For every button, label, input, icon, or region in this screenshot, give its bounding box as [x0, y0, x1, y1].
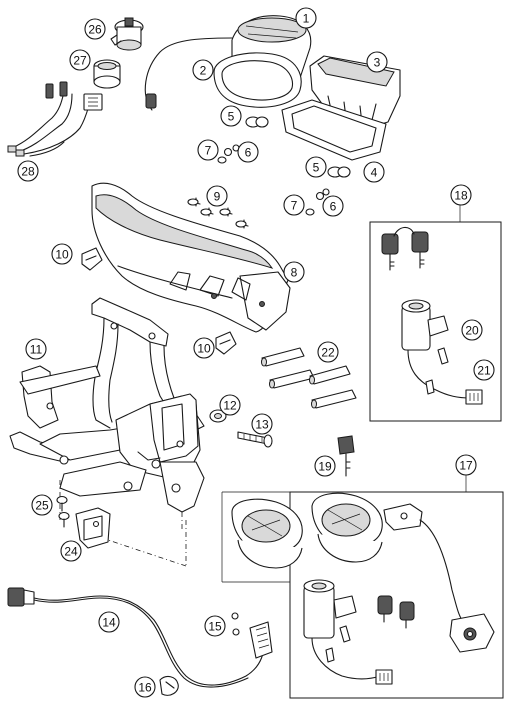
callout-label: 14 [102, 616, 116, 630]
callout-label: 5 [228, 110, 235, 124]
callout-25: 25 [31, 494, 53, 516]
callout-2: 2 [192, 59, 214, 81]
callout-6: 6 [322, 195, 344, 217]
callout-4: 4 [363, 161, 385, 183]
callout-7: 7 [283, 194, 305, 216]
grommet-part [245, 116, 351, 178]
callout-label: 20 [465, 324, 479, 338]
callout-label: 28 [21, 165, 35, 179]
callout-label: 21 [477, 364, 491, 378]
clip-part [81, 247, 237, 355]
callout-label: 17 [459, 459, 473, 473]
callout-10: 10 [193, 337, 215, 359]
callout-18: 18 [450, 184, 472, 206]
lock-set-part [381, 226, 483, 405]
callout-7: 7 [197, 139, 219, 161]
callout-label: 24 [64, 545, 78, 559]
callout-1: 1 [295, 7, 317, 29]
callout-label: 9 [214, 190, 221, 204]
cable-harness-part [7, 587, 264, 688]
bracket-part [9, 297, 205, 513]
connector-part [231, 612, 273, 659]
mounting-ring-part [213, 52, 302, 108]
screw-part [187, 197, 249, 229]
callout-3: 3 [366, 51, 388, 73]
callout-label: 7 [205, 144, 212, 158]
key-part [337, 435, 355, 477]
callout-label: 7 [291, 199, 298, 213]
seal-part [281, 99, 387, 161]
callout-5: 5 [305, 156, 327, 178]
callout-label: 5 [313, 161, 320, 175]
lock-kit-box [289, 491, 504, 699]
lock-kit-part [231, 492, 495, 685]
callout-label: 26 [88, 23, 102, 37]
callout-label: 3 [374, 56, 381, 70]
instrument-cover-part [91, 182, 291, 333]
callout-11: 11 [25, 338, 47, 360]
tube-part [261, 347, 357, 409]
holder-bracket-part [75, 507, 111, 549]
callout-label: 1 [303, 12, 310, 26]
callout-22: 22 [317, 341, 339, 363]
cable-clip-part [159, 675, 179, 696]
callout-label: 19 [318, 460, 332, 474]
nut-part [223, 144, 330, 201]
callout-label: 16 [138, 681, 152, 695]
callout-label: 18 [454, 189, 468, 203]
callout-label: 11 [30, 343, 43, 357]
callout-12: 12 [219, 394, 241, 416]
callout-label: 4 [371, 166, 378, 180]
callout-label: 6 [330, 200, 337, 214]
callout-19: 19 [314, 455, 336, 477]
callout-24: 24 [60, 540, 82, 562]
screw-part-small [56, 495, 70, 528]
callout-9: 9 [206, 185, 228, 207]
callout-6: 6 [237, 141, 259, 163]
callout-label: 27 [73, 54, 87, 68]
callout-20: 20 [461, 319, 483, 341]
lock-set-box [369, 221, 502, 422]
callout-label: 13 [255, 418, 269, 432]
callout-label: 8 [291, 266, 298, 280]
ignition-lock-part [110, 17, 144, 51]
callout-label: 10 [197, 342, 211, 356]
callout-label: 25 [35, 499, 49, 513]
callout-26: 26 [84, 18, 106, 40]
callout-10: 10 [51, 243, 73, 265]
callout-5: 5 [220, 105, 242, 127]
callout-label: 6 [245, 146, 252, 160]
callout-15: 15 [204, 615, 226, 637]
bushing-part [209, 409, 227, 423]
washer-part [217, 156, 315, 216]
callout-13: 13 [251, 413, 273, 435]
rubber-sleeve-part [93, 59, 121, 89]
callout-label: 2 [200, 64, 207, 78]
callout-14: 14 [98, 611, 120, 633]
bolt-part [237, 431, 273, 448]
wiring-harness-part [7, 81, 103, 157]
callout-label: 10 [55, 248, 69, 262]
callout-8: 8 [283, 261, 305, 283]
callout-label: 15 [208, 620, 222, 634]
callout-label: 12 [223, 399, 237, 413]
callout-27: 27 [69, 49, 91, 71]
callout-21: 21 [473, 359, 495, 381]
callout-17: 17 [455, 454, 477, 476]
callout-28: 28 [17, 160, 39, 182]
callout-label: 22 [321, 346, 335, 360]
callout-16: 16 [134, 676, 156, 698]
